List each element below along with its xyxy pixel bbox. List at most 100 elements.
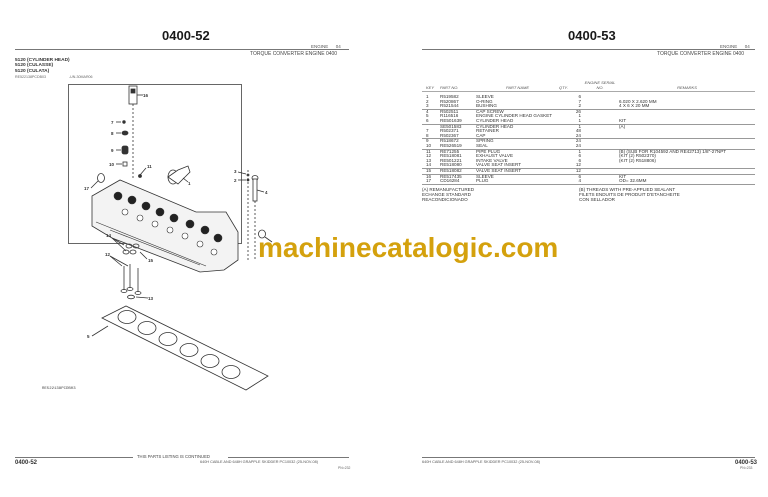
part-qty: 6 — [578, 153, 581, 159]
header-subtitle: TORQUE CONVERTER ENGINE 0400 — [250, 51, 338, 57]
footer-model-line: 640H CABLE AND 648H GRAPPLE SKIDDER PC10… — [422, 460, 540, 464]
section-line-fr: 5120 (CULASSE) — [15, 63, 54, 69]
part-key: 16 — [426, 173, 432, 179]
part-name: INTAKE VALVE — [476, 157, 508, 163]
part-key: 17 — [422, 178, 440, 185]
part-qty: 12 — [559, 162, 581, 169]
part-key: 5 — [426, 113, 429, 119]
footer-rule-right — [228, 457, 349, 458]
svg-text:8: 8 — [111, 131, 114, 136]
part-key: 9 — [426, 138, 429, 144]
part-key: 7 — [426, 128, 429, 134]
part-key: 2 — [426, 98, 429, 104]
engine-code: 04 — [335, 44, 341, 49]
page-title: 0400-53 — [568, 28, 616, 43]
part-name: BUSHING — [476, 103, 559, 110]
note-a-es: REACONDICIONADO — [422, 197, 468, 202]
part-qty: 6 — [578, 94, 581, 99]
part-number: RE501639 — [440, 118, 476, 125]
part-qty: 12 — [559, 168, 581, 175]
note-b-es: CON SELLADOR — [579, 197, 615, 202]
part-number: R502511 — [440, 108, 459, 114]
col-part-no: PART NO. — [440, 80, 476, 92]
section-title: 5120 (CYLINDER HEAD) 5120 (CULASSE) 5120… — [15, 58, 70, 74]
footer-pn-code: PN=232 — [338, 466, 351, 470]
svg-text:4: 4 — [265, 190, 268, 195]
part-qty: 24 — [559, 133, 581, 140]
part-number: RE517435 — [440, 173, 462, 179]
svg-text:15: 15 — [148, 258, 154, 263]
engine-serial — [581, 104, 619, 110]
part-name: CYLINDER HEAD — [476, 118, 559, 125]
part-key: 13 — [426, 157, 432, 163]
part-remarks: (KIT (2) R518806) — [619, 157, 656, 163]
header-engine: ENGINE 04 — [311, 44, 341, 49]
watermark: machinecatalogic.com — [258, 232, 559, 263]
svg-text:17: 17 — [84, 186, 90, 191]
svg-text:9: 9 — [111, 148, 114, 153]
part-number: SE501583 — [440, 123, 462, 129]
header-subtitle: TORQUE CONVERTER ENGINE 0400 — [657, 51, 745, 57]
part-key: 14 — [422, 162, 440, 169]
part-qty: 4 — [559, 178, 581, 185]
figure-id: RE522138PCDB03 — [15, 75, 46, 79]
part-name: CYLINDER HEAD — [476, 123, 514, 129]
engine-serial — [581, 163, 619, 169]
engine-label: ENGINE — [311, 44, 329, 49]
part-qty: 2 — [559, 103, 581, 110]
footer-model-line: 640H CABLE AND 648H GRAPPLE SKIDDER PC10… — [200, 460, 318, 464]
right-page: 0400-53 ENGINE 04 TORQUE CONVERTER ENGIN… — [384, 0, 768, 497]
part-qty: 6 — [578, 173, 581, 179]
part-remarks: KIT — [619, 173, 627, 179]
part-number: R521544 — [440, 103, 476, 110]
part-key: 6 — [422, 118, 440, 125]
part-name: SLEEVE — [476, 173, 494, 179]
cylinder-head-exploded-diagram: 16 7 8 9 10 11 17 1 3 2 4 14 15 12 13 5 — [84, 85, 273, 391]
table-row: 4 R502511 CAP SCREW 26 — [422, 109, 755, 114]
footer-rule — [422, 457, 755, 458]
part-key: 1 — [426, 94, 429, 99]
part-key: 4 — [426, 108, 429, 114]
part-number: RE501221 — [440, 157, 462, 163]
part-remarks — [619, 143, 755, 150]
part-remarks — [619, 168, 755, 175]
part-name: SLEEVE — [476, 94, 494, 99]
header-rule — [422, 49, 755, 50]
col-remarks: REMARKS — [619, 80, 755, 92]
part-key: 15 — [422, 168, 440, 175]
col-part-name: PART NAME — [476, 80, 559, 92]
engine-serial — [581, 143, 619, 150]
part-name: CAP SCREW — [476, 108, 504, 114]
svg-text:1: 1 — [188, 181, 191, 186]
note-a-fr: ECHANGE STANDARD — [422, 192, 471, 197]
footer-page-number: 0400-52 — [15, 460, 38, 466]
svg-text:10: 10 — [109, 162, 115, 167]
figure-date: -UN-30MAR06 — [68, 75, 93, 79]
part-remarks: 6.020 X 2.620 MM — [619, 98, 657, 104]
part-number: R502371 — [440, 128, 459, 134]
part-name: CAP — [476, 133, 559, 140]
note-a: (A) REMANUFACTURED ECHANGE STANDARD REAC… — [422, 187, 474, 202]
col-serial: ENGINE SERIAL NO. — [581, 80, 619, 92]
header-rule — [15, 49, 349, 50]
footer-pn-code: PN=233 — [740, 466, 753, 470]
part-number: R520867 — [440, 98, 459, 104]
part-qty: 6 — [578, 157, 581, 163]
part-number: RE518082 — [440, 168, 476, 175]
part-qty: 26 — [575, 108, 581, 114]
figure-reference-row: RE522138PCDB03 -UN-30MAR06 — [15, 75, 115, 79]
part-name: SEAL — [476, 143, 559, 150]
table-row: 13 RE501221 INTAKE VALVE 6 (KIT (2) R518806) — [422, 157, 755, 164]
svg-text:7: 7 — [111, 120, 114, 125]
note-b-en: (B) THREADS WITH PRE-APPLIED SEALANT — [579, 187, 676, 192]
engine-serial — [581, 168, 619, 175]
